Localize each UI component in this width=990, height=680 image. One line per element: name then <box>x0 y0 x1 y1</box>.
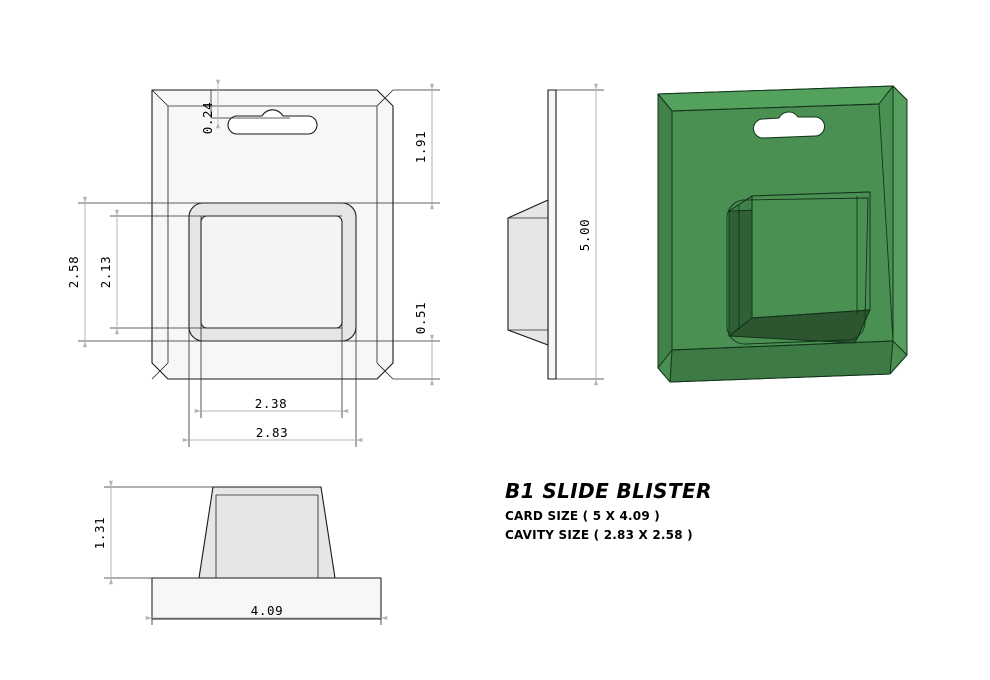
dim-2-38: 2.38 <box>194 216 349 418</box>
dim-1-31: 1.31 <box>92 480 213 585</box>
dim-0-24: 0.24 <box>200 79 290 135</box>
drawing-title: B1 SLIDE BLISTER <box>505 479 712 503</box>
dim-2-13: 2.13 <box>98 209 342 335</box>
side-view: 5.00 <box>507 83 604 386</box>
dim-1-91: 1.91 <box>356 83 440 210</box>
iso-hang-hole <box>753 111 825 139</box>
dim-4-09-label: 4.09 <box>251 603 284 618</box>
iso-cavity-opening-outline <box>726 197 869 345</box>
dim-2-83-label: 2.83 <box>256 425 289 440</box>
bottom-section-view: 1.31 4.09 <box>92 480 388 625</box>
dim-2-58-label: 2.58 <box>66 256 81 289</box>
front-cavity-inner <box>200 215 343 329</box>
iso-cavity-wall-left <box>728 195 753 337</box>
iso-bevel-right <box>892 85 908 356</box>
side-cavity-seams <box>508 217 548 331</box>
front-hang-hole <box>227 109 318 135</box>
dim-5-00: 5.00 <box>556 83 604 386</box>
iso-cavity-back-face <box>751 191 871 319</box>
dim-5-00-label: 5.00 <box>577 219 592 252</box>
dim-2-83: 2.83 <box>182 217 363 447</box>
side-card-edge <box>547 89 557 380</box>
bottom-cavity-seams <box>215 494 319 578</box>
dim-4-09: 4.09 <box>145 578 388 625</box>
isometric-render-view <box>657 85 908 383</box>
iso-cavity-edges <box>738 192 871 330</box>
front-view: 0.24 1.91 0.51 2.58 2.13 <box>66 79 440 447</box>
dim-1-31-label: 1.31 <box>92 517 107 550</box>
iso-bevel-left <box>657 93 673 369</box>
dim-0-51-label: 0.51 <box>413 302 428 335</box>
front-chamfer-seams <box>151 89 394 380</box>
bottom-cavity-trapezoid <box>198 486 336 579</box>
dim-1-91-label: 1.91 <box>413 131 428 164</box>
side-cavity-profile <box>507 199 549 346</box>
dim-2-38-label: 2.38 <box>255 396 288 411</box>
dim-2-13-label: 2.13 <box>98 256 113 289</box>
title-block: B1 SLIDE BLISTER CARD SIZE ( 5 X 4.09 ) … <box>505 479 712 542</box>
front-cavity-draft-arcs <box>188 202 357 342</box>
card-size-label: CARD SIZE ( 5 X 4.09 ) <box>505 509 660 523</box>
dim-0-24-label: 0.24 <box>200 102 215 135</box>
dim-2-58: 2.58 <box>66 196 356 348</box>
dim-0-51: 0.51 <box>356 302 440 386</box>
cavity-size-label: CAVITY SIZE ( 2.83 X 2.58 ) <box>505 528 693 542</box>
iso-panel-seam <box>671 103 894 351</box>
